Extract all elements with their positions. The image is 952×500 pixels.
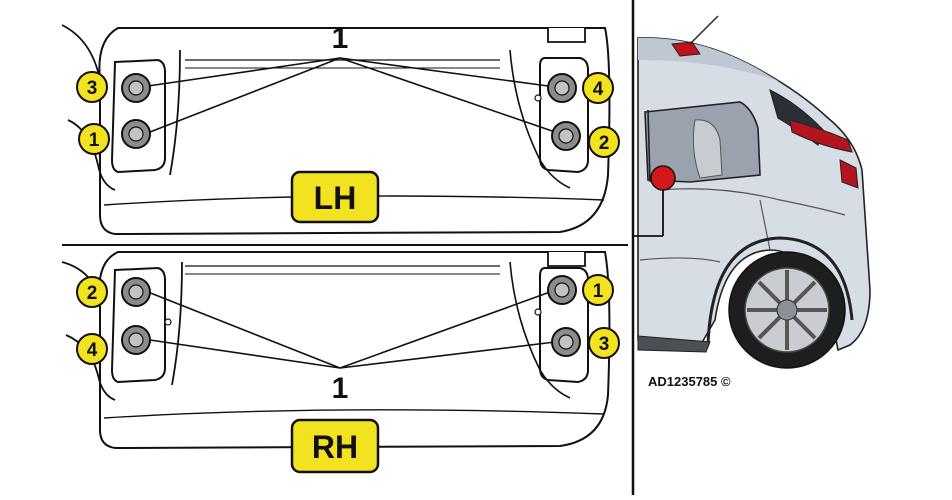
- lh-right-pin-hole: [534, 94, 542, 102]
- svg-text:1: 1: [89, 130, 100, 151]
- vehicle-interior-seat: [692, 119, 723, 179]
- rh-badge-2: 2: [76, 276, 108, 308]
- figure-caption: AD1235785 ©: [648, 374, 731, 389]
- rh-callout-number: 1: [332, 372, 349, 405]
- vehicle-window-pillar: [647, 109, 651, 183]
- bolt-icon: [121, 119, 151, 149]
- svg-text:2: 2: [599, 133, 610, 154]
- rh-left-pin-hole: [164, 318, 172, 326]
- vehicle-wheel-arch: [706, 236, 854, 346]
- rh-spoiler-crease: [103, 409, 605, 419]
- lh-callout-number: 1: [332, 22, 349, 55]
- bolt-icon: [121, 277, 151, 307]
- vehicle-lower-sill: [637, 335, 711, 353]
- lh-badge-4: 4: [582, 72, 614, 104]
- svg-text:RH: RH: [312, 429, 358, 465]
- lh-label-badge: LH: [290, 170, 380, 224]
- vehicle-illustration: [634, 15, 871, 369]
- rh-badge-1: 1: [582, 274, 614, 306]
- vehicle-taillight: [789, 119, 853, 153]
- bolt-icon: [121, 73, 151, 103]
- rh-right-pin-hole: [534, 308, 542, 316]
- vehicle-wheel: [728, 251, 846, 369]
- vehicle-roof-spoiler: [671, 41, 701, 57]
- rh-right-body-curve: [509, 261, 571, 399]
- lh-spoiler-outline: [98, 27, 611, 236]
- rh-leader-lines: [147, 291, 556, 369]
- bolt-icon: [547, 275, 577, 305]
- vehicle-roof-shade: [638, 37, 780, 82]
- vehicle-rear-lamp: [839, 159, 859, 189]
- rh-panel: 1 2 4 1 3: [61, 251, 620, 474]
- svg-text:3: 3: [87, 78, 98, 99]
- rh-badge-4: 4: [76, 333, 108, 365]
- lh-badge-1: 1: [78, 123, 110, 155]
- lh-leader-lines: [147, 57, 556, 133]
- lh-badge-3: 3: [76, 71, 108, 103]
- bolt-icon: [547, 73, 577, 103]
- lh-badge-2: 2: [588, 126, 620, 158]
- vehicle-antenna: [689, 15, 719, 45]
- lh-panel: 1 3 1 4: [61, 22, 620, 236]
- bolt-icon: [551, 327, 581, 357]
- svg-text:LH: LH: [314, 180, 357, 216]
- svg-text:3: 3: [599, 334, 610, 355]
- svg-text:4: 4: [593, 79, 604, 100]
- bolt-icon: [121, 325, 151, 355]
- rh-badge-3: 3: [588, 327, 620, 359]
- svg-text:2: 2: [87, 283, 98, 304]
- rh-label-badge: RH: [290, 418, 380, 474]
- location-marker-icon: [634, 165, 676, 237]
- vehicle-panel-lines: [639, 188, 846, 263]
- lh-right-body-curve: [509, 49, 571, 189]
- svg-text:1: 1: [593, 281, 604, 302]
- rh-right-post: [547, 252, 586, 267]
- rh-spoiler-outline: [98, 251, 611, 450]
- bolt-icon: [551, 121, 581, 151]
- lh-right-post: [547, 28, 586, 43]
- svg-text:4: 4: [87, 340, 98, 361]
